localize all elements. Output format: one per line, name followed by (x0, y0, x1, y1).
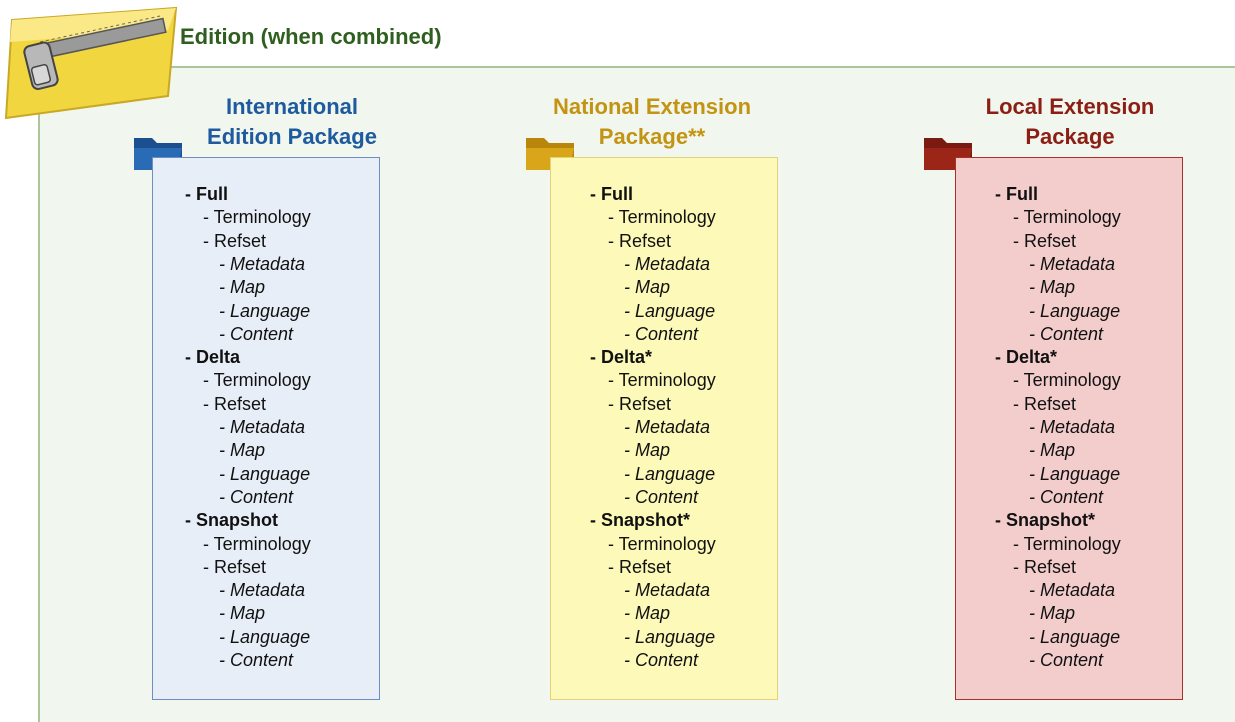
tree-item: - Metadata (1029, 417, 1116, 437)
local-package-box (955, 157, 1183, 700)
tree-item: - Metadata (624, 253, 711, 274)
tree-item: - Content (1029, 323, 1104, 344)
tree-item: - Delta* (590, 347, 653, 368)
title-line: National Extension (552, 94, 752, 119)
tree-item: - Language (1029, 300, 1121, 321)
tree-item: - Terminology (203, 207, 311, 228)
tree-item: - Refset (203, 230, 267, 251)
tree-item: - Map (624, 603, 671, 624)
tree-item: - Language (624, 626, 716, 647)
tree-item: - Terminology (608, 533, 716, 554)
tree-item: - Language (624, 300, 716, 321)
title-line: Package (1025, 124, 1115, 149)
tree-item: - Full (995, 184, 1038, 204)
tree-item: - Refset (1013, 393, 1077, 414)
international-package-title: International Edition Package (162, 92, 422, 152)
tree-item: - Terminology (203, 533, 311, 554)
title-line: Edition Package (207, 124, 377, 149)
title-line: Package** (598, 124, 706, 149)
tree-item: - Language (219, 463, 311, 484)
tree-item: - Delta (185, 347, 241, 368)
tree-item: - Content (219, 323, 294, 344)
tree-item: - Snapshot* (590, 510, 691, 531)
tree-item: - Content (219, 650, 294, 670)
tree-item: - Language (624, 463, 716, 484)
tree-item: - Map (219, 277, 266, 298)
tree-item: - Delta* (995, 347, 1058, 368)
tree-item: - Full (185, 184, 228, 204)
local-package-title: Local Extension Package (940, 92, 1200, 152)
tree-item: - Map (1029, 440, 1076, 461)
tree-item: - Metadata (1029, 580, 1116, 601)
tree-item: - Map (219, 603, 266, 624)
tree-item: - Full (590, 184, 633, 204)
tree-item: - Metadata (1029, 253, 1116, 274)
tree-item: - Snapshot (185, 510, 278, 531)
tree-item: - Refset (1013, 556, 1077, 577)
tree-item: - Refset (608, 556, 672, 577)
tree-item: - Content (219, 486, 294, 507)
tree-item: - Language (1029, 463, 1121, 484)
tree-item: - Terminology (608, 207, 716, 228)
tree-item: - Map (624, 440, 671, 461)
tree-item: - Terminology (1013, 533, 1121, 554)
national-package-title: National Extension Package** (522, 92, 782, 152)
tree-item: - Language (219, 626, 311, 647)
tree-item: - Refset (1013, 230, 1077, 251)
title-line: Local Extension (985, 94, 1155, 119)
tree-item: - Content (624, 486, 699, 507)
tree-item: - Metadata (219, 417, 306, 437)
tree-item: - Metadata (219, 580, 306, 601)
tree-item: - Terminology (1013, 207, 1121, 228)
tree-item: - Refset (203, 556, 267, 577)
tree-item: - Content (624, 650, 699, 670)
title-line: International (225, 94, 358, 119)
tree-item: - Terminology (203, 370, 311, 391)
tree-item: - Refset (608, 393, 672, 414)
tree-item: - Metadata (624, 417, 711, 437)
tree-item: - Snapshot* (995, 510, 1096, 531)
tree-item: - Refset (203, 393, 267, 414)
tree-item: - Language (1029, 626, 1121, 647)
tree-item: - Terminology (608, 370, 716, 391)
tree-item: - Language (219, 300, 311, 321)
page-title: Edition (when combined) (180, 24, 442, 49)
tree-item: - Content (1029, 486, 1104, 507)
tree-item: - Map (219, 440, 266, 461)
tree-item: - Map (1029, 603, 1076, 624)
tree-item: - Terminology (1013, 370, 1121, 391)
tree-item: - Metadata (219, 253, 306, 274)
national-package-box (550, 157, 778, 700)
tree-item: - Content (624, 323, 699, 344)
tree-item: - Content (1029, 650, 1104, 670)
tree-item: - Metadata (624, 580, 711, 601)
zip-archive-icon (4, 6, 178, 120)
international-package-box (152, 157, 380, 700)
tree-item: - Map (1029, 277, 1076, 298)
tree-item: - Map (624, 277, 671, 298)
tree-item: - Refset (608, 230, 672, 251)
